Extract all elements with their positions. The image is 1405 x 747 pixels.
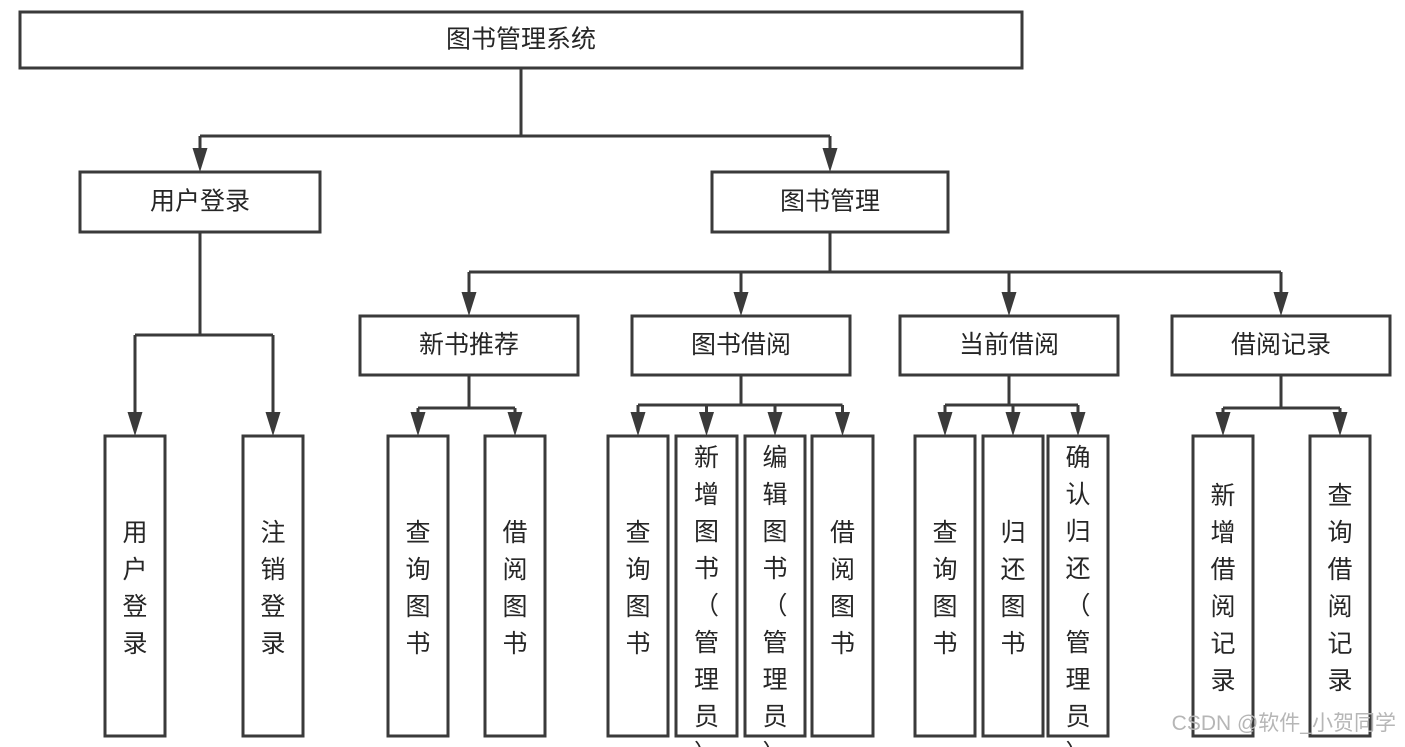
node-label-borrow-record-query: 查询借阅记录 <box>1327 482 1352 695</box>
node-borrow-record-add[interactable]: 新增借阅记录 <box>1191 434 1255 738</box>
node-new-book-query[interactable]: 查询图书 <box>386 434 450 738</box>
node-label-book-borrow-borrow: 借阅图书 <box>830 519 855 658</box>
arrow-down-icon <box>835 412 850 436</box>
arrow-down-icon <box>192 148 208 172</box>
node-borrow-record-query[interactable]: 查询借阅记录 <box>1308 434 1372 738</box>
node-book-borrow-borrow[interactable]: 借阅图书 <box>810 434 875 738</box>
arrow-down-icon <box>1273 292 1289 316</box>
node-label-user-login-logout: 注销登录 <box>260 519 285 658</box>
node-label-new-book-query: 查询图书 <box>405 519 430 658</box>
node-label-book-borrow-edit: 编辑图书（管理员） <box>762 444 787 747</box>
node-label-current-borrow-confirm: 确认归还（管理员） <box>1065 444 1090 747</box>
node-new-book-borrow[interactable]: 借阅图书 <box>483 434 547 738</box>
node-user-login-logout[interactable]: 注销登录 <box>241 434 305 738</box>
node-label-user-login: 用户登录 <box>150 188 250 216</box>
node-label-book-management: 图书管理 <box>780 188 880 216</box>
node-box-borrow-record-query[interactable] <box>1308 434 1372 738</box>
node-label-current-borrow-return: 归还图书 <box>1000 519 1025 658</box>
node-book-management[interactable]: 图书管理 <box>710 170 950 234</box>
arrow-down-icon <box>1215 412 1231 436</box>
node-new-book-recommend[interactable]: 新书推荐 <box>358 314 580 377</box>
node-box-book-borrow-edit[interactable] <box>743 434 807 738</box>
arrow-down-icon <box>127 412 143 436</box>
node-label-current-borrow: 当前借阅 <box>959 331 1059 359</box>
node-box-new-book-query[interactable] <box>386 434 450 738</box>
arrow-down-icon <box>1332 412 1348 436</box>
node-box-user-login[interactable] <box>78 170 322 234</box>
node-label-book-borrow-query: 查询图书 <box>625 519 650 658</box>
node-box-book-borrow-borrow[interactable] <box>810 434 875 738</box>
node-box-book-borrow-query[interactable] <box>606 434 670 738</box>
arrow-down-icon <box>733 292 749 316</box>
arrow-down-icon <box>265 412 281 436</box>
node-box-book-management[interactable] <box>710 170 950 234</box>
node-book-borrow[interactable]: 图书借阅 <box>630 314 852 377</box>
node-borrow-record[interactable]: 借阅记录 <box>1170 314 1392 377</box>
arrow-down-icon <box>767 412 783 436</box>
node-label-user-login-login: 用户登录 <box>122 519 147 658</box>
node-box-current-borrow-confirm[interactable] <box>1046 434 1110 738</box>
node-box-borrow-record-add[interactable] <box>1191 434 1255 738</box>
node-layer: 图书管理系统用户登录用户登录注销登录图书管理新书推荐查询图书借阅图书图书借阅查询… <box>18 10 1392 747</box>
node-label-root: 图书管理系统 <box>446 26 596 54</box>
node-current-borrow-return[interactable]: 归还图书 <box>981 434 1045 738</box>
node-box-current-borrow-return[interactable] <box>981 434 1045 738</box>
arrow-down-icon <box>1001 292 1017 316</box>
arrow-down-icon <box>1070 412 1086 436</box>
node-box-user-login-logout[interactable] <box>241 434 305 738</box>
node-box-book-borrow-add[interactable] <box>674 434 739 738</box>
arrow-down-icon <box>1005 412 1021 436</box>
node-label-new-book-borrow: 借阅图书 <box>502 519 527 658</box>
node-label-current-borrow-query: 查询图书 <box>932 519 957 658</box>
node-box-book-borrow[interactable] <box>630 314 852 377</box>
node-current-borrow[interactable]: 当前借阅 <box>898 314 1120 377</box>
node-box-user-login-login[interactable] <box>103 434 167 738</box>
csdn-watermark: CSDN @软件_小贺同学 <box>1172 712 1396 735</box>
node-current-borrow-confirm[interactable]: 确认归还（管理员） <box>1046 434 1110 747</box>
node-box-root[interactable] <box>18 10 1024 70</box>
node-label-book-borrow: 图书借阅 <box>691 331 791 359</box>
node-label-new-book-recommend: 新书推荐 <box>419 331 519 359</box>
node-book-borrow-query[interactable]: 查询图书 <box>606 434 670 738</box>
arrow-down-icon <box>699 412 714 436</box>
node-box-new-book-recommend[interactable] <box>358 314 580 377</box>
arrow-down-icon <box>937 412 953 436</box>
node-book-borrow-add[interactable]: 新增图书（管理员） <box>674 434 739 747</box>
connector-layer <box>127 68 1348 436</box>
node-box-borrow-record[interactable] <box>1170 314 1392 377</box>
node-label-book-borrow-add: 新增图书（管理员） <box>694 444 719 747</box>
node-box-current-borrow-query[interactable] <box>913 434 977 738</box>
node-label-borrow-record-add: 新增借阅记录 <box>1210 482 1235 695</box>
arrow-down-icon <box>461 292 477 316</box>
node-book-borrow-edit[interactable]: 编辑图书（管理员） <box>743 434 807 747</box>
arrow-down-icon <box>410 412 426 436</box>
node-label-borrow-record: 借阅记录 <box>1231 331 1331 359</box>
node-user-login[interactable]: 用户登录 <box>78 170 322 234</box>
node-user-login-login[interactable]: 用户登录 <box>103 434 167 738</box>
arrow-down-icon <box>507 412 523 436</box>
node-box-new-book-borrow[interactable] <box>483 434 547 738</box>
node-root[interactable]: 图书管理系统 <box>18 10 1024 70</box>
arrow-down-icon <box>822 148 838 172</box>
node-current-borrow-query[interactable]: 查询图书 <box>913 434 977 738</box>
node-box-current-borrow[interactable] <box>898 314 1120 377</box>
arrow-down-icon <box>630 412 646 436</box>
